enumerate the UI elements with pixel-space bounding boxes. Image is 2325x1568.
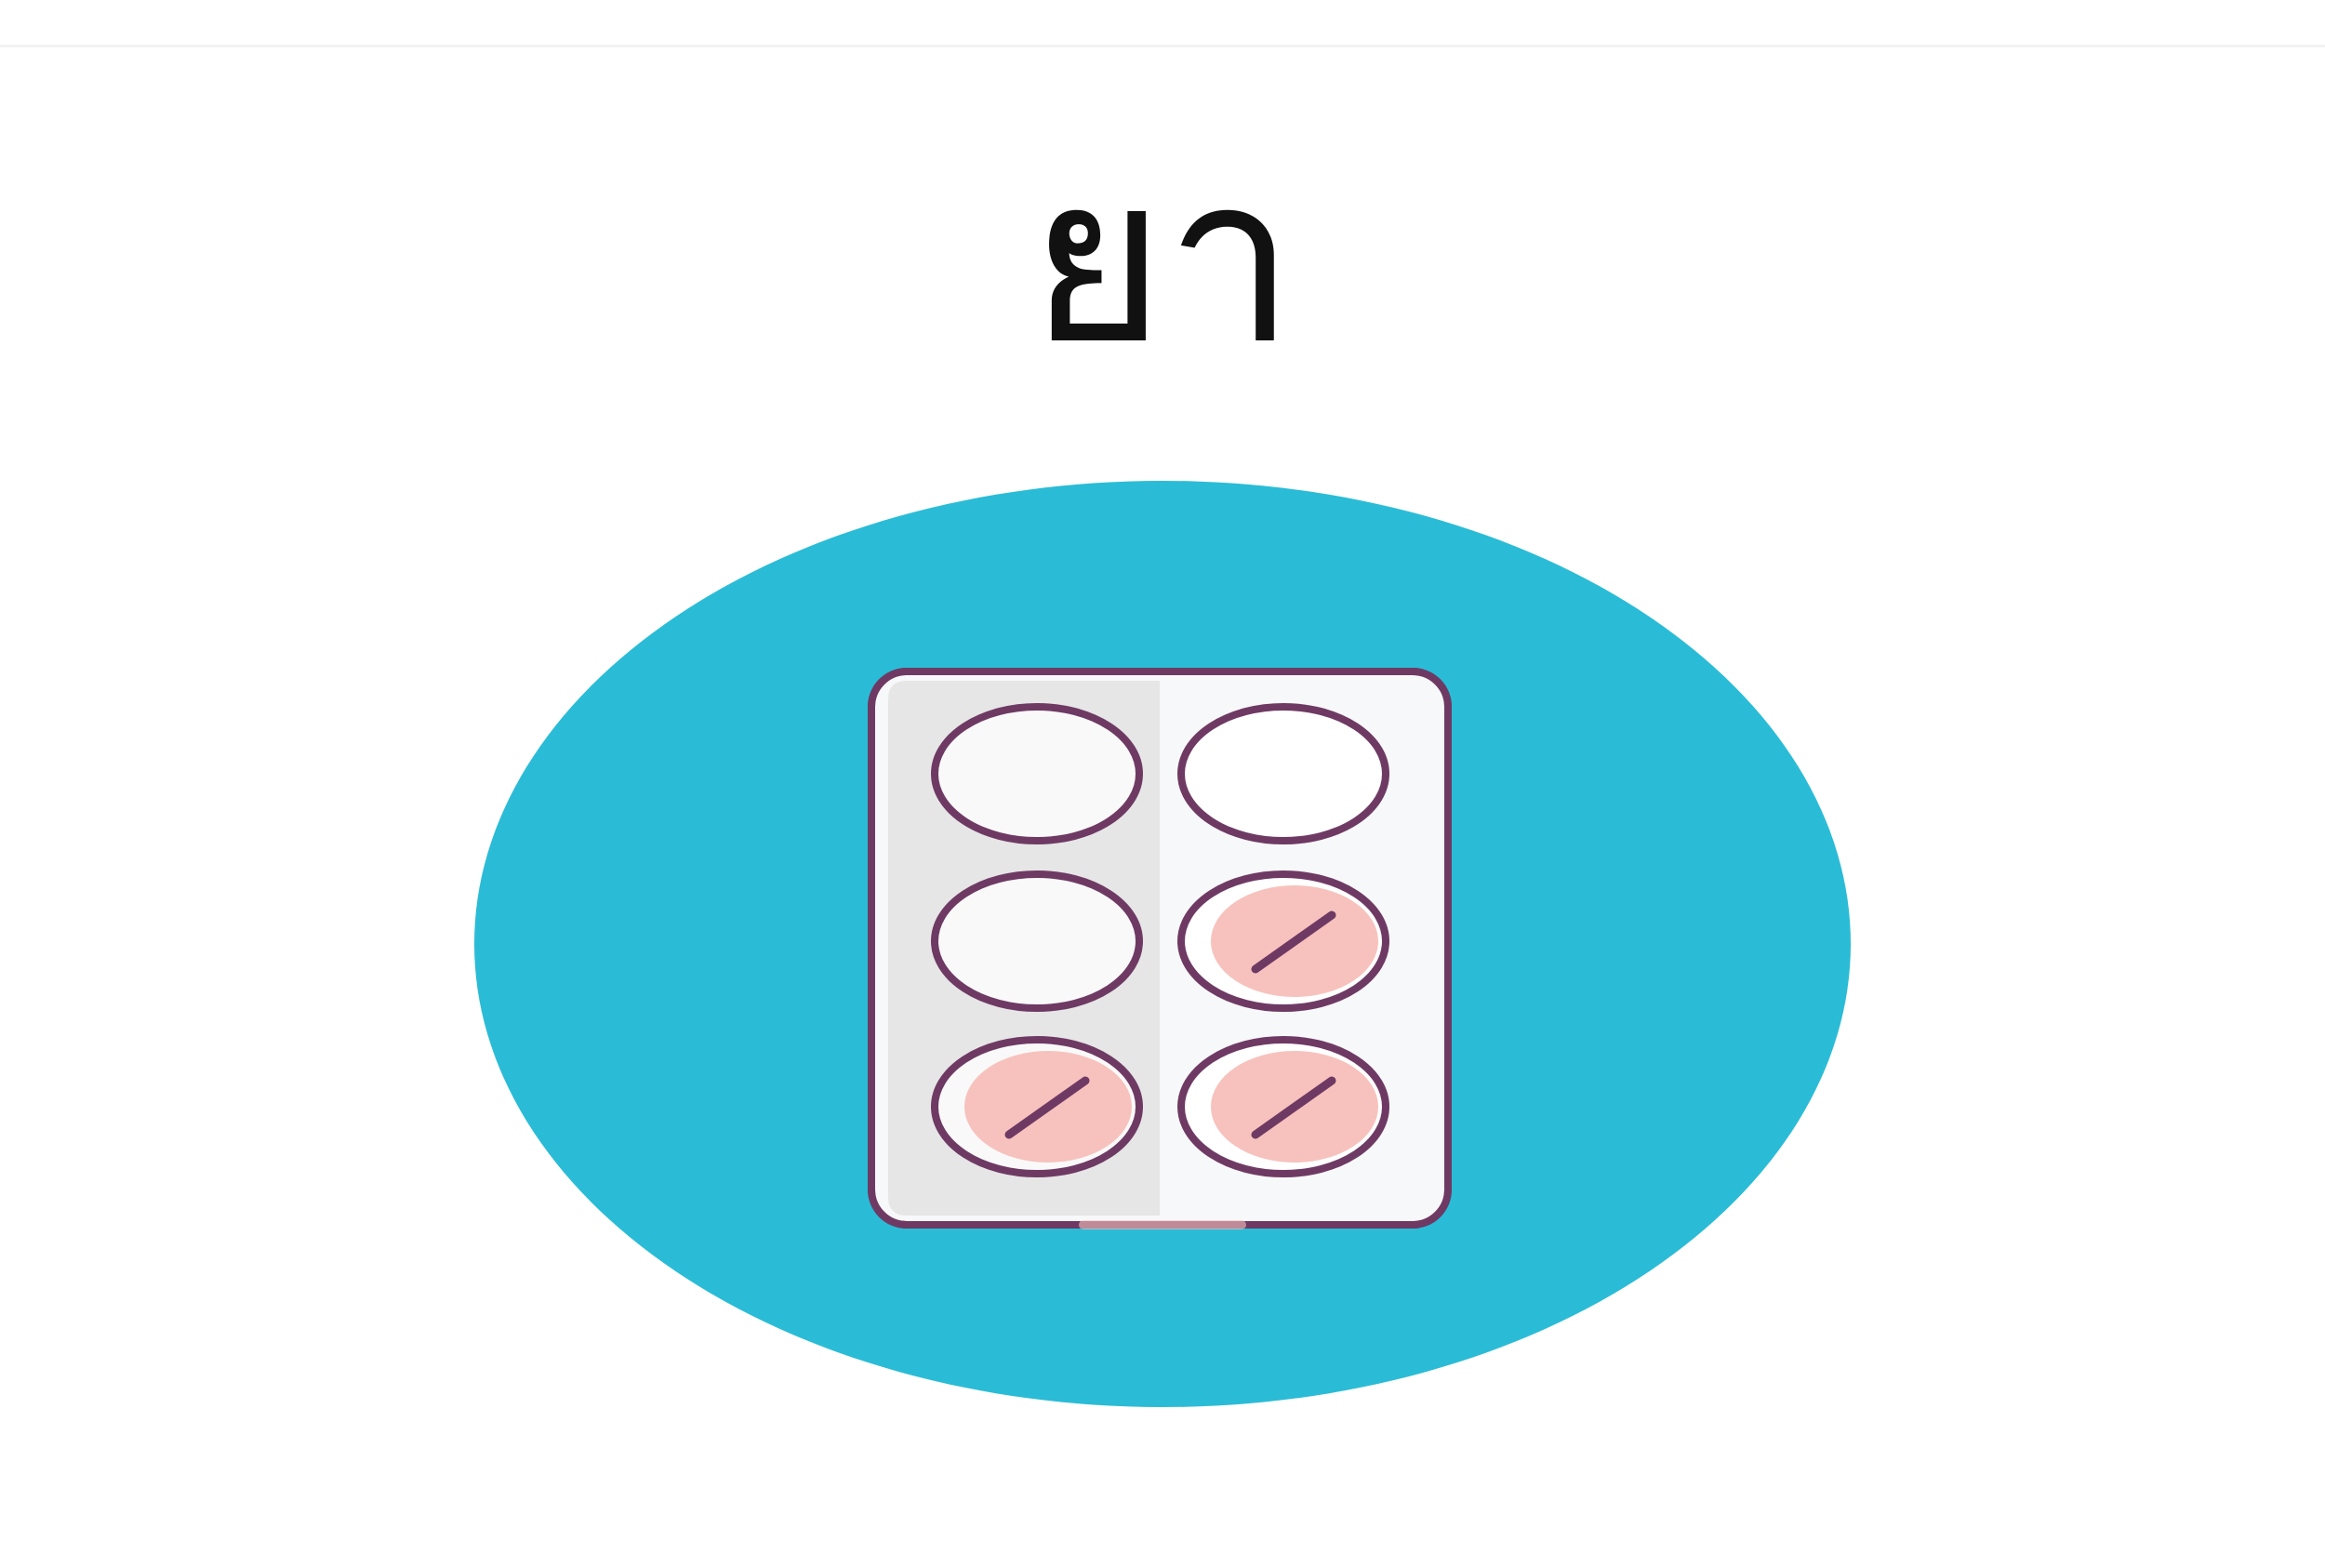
pill-slot-empty (931, 703, 1143, 844)
pill-slot-filled (1177, 1036, 1389, 1177)
pack-shadow (1079, 1220, 1246, 1229)
pill-icon-svg (474, 481, 1851, 1407)
pill-blister-pack-icon (465, 476, 1860, 1412)
card-label: ยา (1029, 125, 1296, 395)
pill-slot-empty (931, 870, 1143, 1012)
pill-slot-empty (1177, 703, 1389, 844)
blister-pack (868, 668, 1452, 1229)
pill-slot-filled (1177, 870, 1389, 1012)
card-top-edge (0, 45, 2325, 47)
pill-slot-filled (931, 1036, 1143, 1177)
